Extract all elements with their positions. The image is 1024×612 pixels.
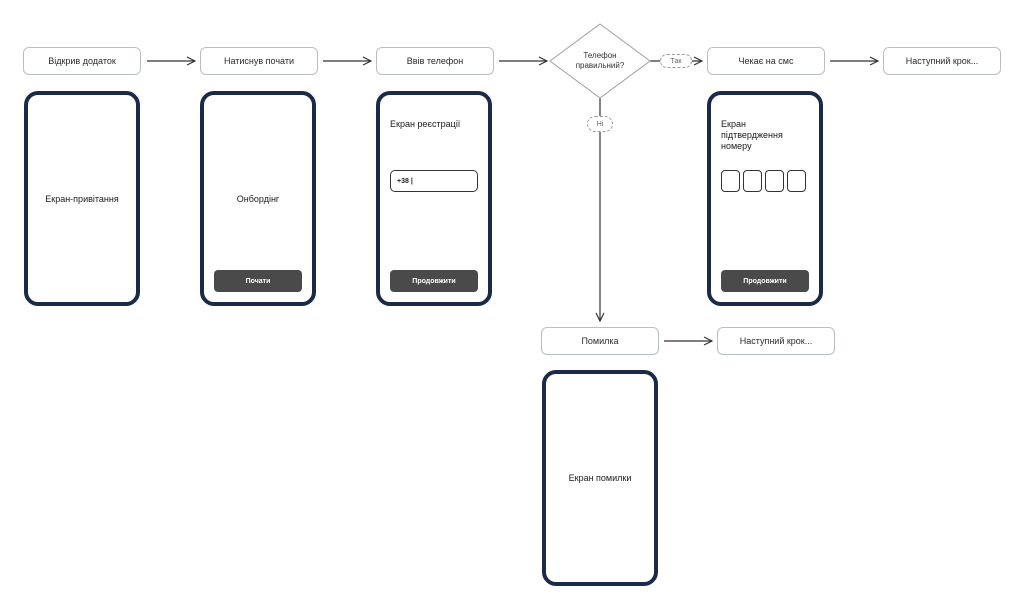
decision-diamond xyxy=(549,23,651,99)
step-error: Помилка xyxy=(541,327,659,355)
screen-registration: Екран реєстрації +38 | Продовжити xyxy=(376,91,492,306)
code-digit-4[interactable] xyxy=(787,170,806,192)
start-button[interactable]: Почати xyxy=(214,270,302,292)
button-label: Продовжити xyxy=(412,277,456,285)
button-label: Продовжити xyxy=(743,277,787,285)
code-digit-3[interactable] xyxy=(765,170,784,192)
code-digit-2[interactable] xyxy=(743,170,762,192)
title-line: підтвердження xyxy=(721,130,783,140)
label-no-text: Ні xyxy=(596,120,604,128)
step-label: Натиснув почати xyxy=(223,56,295,66)
continue-button[interactable]: Продовжити xyxy=(390,270,478,292)
title-line: Екран xyxy=(721,119,746,129)
code-digit-1[interactable] xyxy=(721,170,740,192)
step-entered-phone: Ввів телефон xyxy=(376,47,494,75)
decision-text: Телефон правильний? xyxy=(560,46,640,76)
label-yes: Так xyxy=(660,54,692,68)
screen-title: Екран підтвердження номеру xyxy=(721,119,816,152)
screen-onboarding: Онбордінг Почати xyxy=(200,91,316,306)
label-yes-text: Так xyxy=(670,57,682,65)
screen-confirmation: Екран підтвердження номеру Продовжити xyxy=(707,91,823,306)
screen-welcome: Екран-привітання xyxy=(24,91,140,306)
decision-line2: правильний? xyxy=(575,61,625,70)
step-label: Наступний крок... xyxy=(739,336,813,346)
step-waiting-sms: Чекає на смс xyxy=(707,47,825,75)
screen-title-wrap: Онбордінг xyxy=(204,95,312,302)
phone-input-value: +38 | xyxy=(397,177,413,185)
step-label: Наступний крок... xyxy=(905,56,979,66)
step-pressed-start: Натиснув почати xyxy=(200,47,318,75)
step-next-bottom: Наступний крок... xyxy=(717,327,835,355)
step-next-top: Наступний крок... xyxy=(883,47,1001,75)
step-label: Помилка xyxy=(581,336,619,346)
step-label: Ввів телефон xyxy=(406,56,464,66)
continue-button[interactable]: Продовжити xyxy=(721,270,809,292)
step-opened-app: Відкрив додаток xyxy=(23,47,141,75)
step-label: Відкрив додаток xyxy=(48,56,116,66)
button-label: Почати xyxy=(245,277,271,285)
label-no: Ні xyxy=(587,116,613,132)
decision-line1: Телефон xyxy=(583,51,617,60)
step-label: Чекає на смс xyxy=(738,56,794,66)
phone-input[interactable]: +38 | xyxy=(390,170,478,192)
title-line: номеру xyxy=(721,141,752,151)
screen-title: Екран реєстрації xyxy=(390,119,461,129)
screen-title: Екран-привітання xyxy=(45,193,119,204)
screen-title: Онбордінг xyxy=(236,193,280,204)
screen-error: Екран помилки xyxy=(542,370,658,586)
screen-title: Екран помилки xyxy=(568,473,632,483)
